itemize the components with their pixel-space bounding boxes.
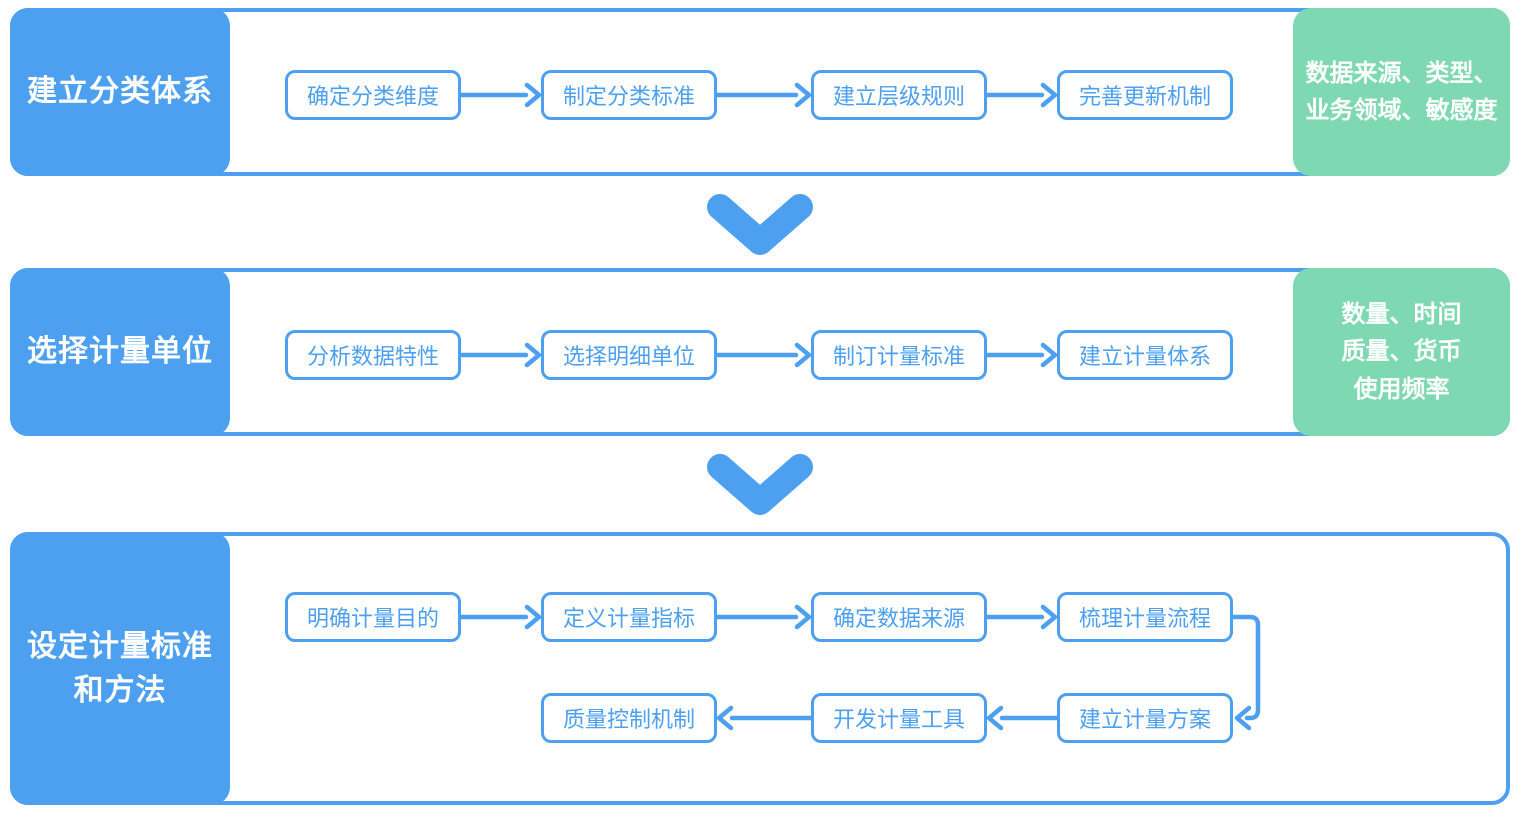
step-label: 建立层级规则 [832, 84, 965, 109]
note-line: 使用频率 [1353, 375, 1450, 403]
flow-step: 梳理计量流程 [1057, 592, 1233, 642]
step-label: 建立计量体系 [1078, 344, 1211, 369]
flow-step: 分析数据特性 [285, 330, 461, 380]
row-label: 建立分类体系 [10, 8, 230, 176]
band-classification-system: 建立分类体系 确定分类维度 制定分类标准 建立层级规则 完善更新机制 数据来源、… [10, 8, 1510, 176]
band-frame [10, 268, 1510, 436]
flow-step: 建立计量体系 [1057, 330, 1233, 380]
step-label: 明确计量目的 [306, 606, 439, 631]
chevron-down-icon [707, 454, 813, 515]
flow-step: 确定数据来源 [811, 592, 987, 642]
step-label: 分析数据特性 [306, 344, 439, 369]
note-line: 业务领域、敏感度 [1305, 97, 1498, 124]
band-frame [10, 532, 1510, 805]
step-label: 确定分类维度 [306, 84, 439, 109]
step-label: 完善更新机制 [1078, 84, 1211, 109]
chevron-down-icon [707, 194, 813, 255]
band-measurement-unit: 选择计量单位 分析数据特性 选择明细单位 制订计量标准 建立计量体系 数量、时间… [10, 268, 1510, 436]
flow-step: 制定分类标准 [541, 70, 717, 120]
flow-step: 建立层级规则 [811, 70, 987, 120]
row-label-text: 建立分类体系 [27, 75, 213, 109]
row-label-text: 和方法 [73, 673, 167, 707]
band-frame [10, 8, 1510, 176]
row-label-text: 选择计量单位 [27, 335, 213, 369]
note-line: 数据来源、类型、 [1305, 59, 1498, 87]
flow-step: 质量控制机制 [541, 693, 717, 743]
flow-step: 开发计量工具 [811, 693, 987, 743]
step-label: 确定数据来源 [832, 606, 965, 631]
step-label: 质量控制机制 [562, 707, 695, 732]
flow-step: 确定分类维度 [285, 70, 461, 120]
flow-step: 明确计量目的 [285, 592, 461, 642]
note-line: 质量、货币 [1341, 338, 1462, 366]
step-label: 制订计量标准 [832, 344, 965, 369]
step-label: 选择明细单位 [562, 344, 695, 369]
step-label: 建立计量方案 [1078, 707, 1211, 732]
step-label: 制定分类标准 [562, 84, 695, 109]
note-box: 数据来源、类型、 业务领域、敏感度 [1293, 8, 1510, 176]
step-label: 梳理计量流程 [1078, 606, 1211, 631]
band-measurement-standard-method: 设定计量标准 和方法 明确计量目的 定义计量指标 确定数据来源 梳理计量流程 质… [10, 532, 1510, 805]
step-label: 定义计量指标 [562, 606, 695, 631]
row-label: 设定计量标准 和方法 [10, 532, 230, 805]
note-line: 数量、时间 [1341, 301, 1462, 329]
flow-step: 建立计量方案 [1057, 693, 1233, 743]
flow-step: 定义计量指标 [541, 592, 717, 642]
row-label-text: 设定计量标准 [27, 630, 213, 663]
flow-step: 选择明细单位 [541, 330, 717, 380]
step-label: 开发计量工具 [832, 707, 965, 732]
flow-step: 完善更新机制 [1057, 70, 1233, 120]
note-box: 数量、时间 质量、货币 使用频率 [1293, 268, 1510, 436]
flow-step: 制订计量标准 [811, 330, 987, 380]
row-label: 选择计量单位 [10, 268, 230, 436]
